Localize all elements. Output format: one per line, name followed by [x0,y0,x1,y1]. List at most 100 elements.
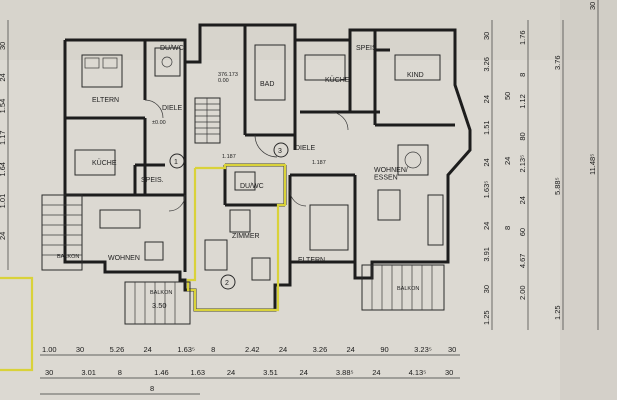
room-du-wc-mid: DU/WC [240,183,264,190]
dimension-label: 24 [0,73,7,81]
dimension-lines-left: 30 24 1.54 1.17 1.64 1.01 24 [0,20,9,270]
walls [63,23,472,312]
room-kueche-right: KÜCHE [325,76,350,84]
dimension-label: 30 [448,345,456,354]
room-speis-right: SPEIS. [356,45,379,52]
dimension-label: 1.25 [482,310,491,325]
room-eltern-bottom: ELTERN [298,257,325,264]
room-kueche-left: KÜCHE [92,159,117,167]
level-d: 1.187 [312,160,326,166]
dimension-label: 30 [445,368,453,377]
dimension-label: 24 [347,345,355,354]
dimension-label: 30 [482,285,491,293]
level-a: ±0.00 [152,120,166,126]
dimension-label: 24 [300,368,308,377]
room-labels: ELTERN DU/WC DIELE KÜCHE SPEIS. WOHNEN B… [57,45,424,296]
room-eltern-top: ELTERN [92,97,119,104]
dimension-label: 24 [0,232,7,240]
dimension-label: 5.26 [110,345,125,354]
room-balkon-left: BALKON [57,254,79,260]
balcony-right-hatch [361,264,445,311]
dimension-label: 1.01 [0,194,7,209]
unit-marker-2: 2 [225,280,229,287]
furniture [74,44,444,281]
unit-markers: 1 2 3 [169,142,289,290]
unit-2-outline [186,163,287,312]
dimension-label: 3.88⁵ [336,368,354,377]
room-diele-right: DIELE [295,145,316,152]
room-speis-left: SPEIS. [141,177,164,184]
room-zimmer: ZIMMER [232,233,260,240]
dimension-label: 5.88⁵ [553,177,562,195]
dimension-label: 3.26 [313,345,328,354]
dimension-label: 24 [482,222,491,230]
dimension-label: 24 [503,157,512,165]
dimension-label: 24 [279,345,287,354]
dimension-label: 1.76 [518,30,527,45]
staircase [194,97,221,144]
level-c: 1.187 [222,154,236,160]
room-bad: BAD [260,81,274,88]
balkon-dimension: 3.50 [152,301,167,310]
dimension-label: 3.26 [482,57,491,72]
dimension-label: 2.13⁵ [518,155,527,173]
dimension-lines-right: 30 3.26 24 1.51 24 1.63⁵ 24 3.91 30 1.25 1.76 8 1.1… [482,0,599,330]
dimension-label: 1.54 [0,99,7,114]
dimension-label: 2.42 [245,345,260,354]
dimension-label: 60 [518,228,527,236]
dimension-label: 1.00 [42,345,57,354]
dimension-label: 8 [150,384,154,393]
dimension-label: 30 [588,2,597,10]
dimension-label: 2.00 [518,285,527,300]
room-balkon-mid: BALKON [150,290,172,296]
dimension-label: 24 [518,196,527,204]
dimension-label: 1.63⁵ [177,345,195,354]
unit-marker-3: 3 [278,148,282,155]
dimension-label: 3.01 [81,368,96,377]
dimension-label: 30 [45,368,53,377]
dimension-label: 24 [227,368,235,377]
dimension-label: 50 [503,92,512,100]
dimension-label: 3.23⁵ [414,345,432,354]
unit-marker-1: 1 [174,159,178,166]
dimension-label: 90 [380,345,388,354]
dimension-label: 1.17 [0,130,7,145]
dimension-label: 3.51 [263,368,278,377]
dimension-label: 11.48⁵ [588,154,597,175]
room-wohnen-left: WOHNEN [108,255,140,262]
dimension-label: 1.63⁵ [482,181,491,199]
balcony-left-hatch [41,194,83,271]
dimension-label: 30 [0,42,7,50]
dimension-label: 3.91 [482,247,491,262]
dimension-label: 8 [211,345,215,354]
dimension-label: 1.51 [482,120,491,135]
room-diele-left: DIELE [162,105,183,112]
room-du-wc-top: DU/WC [160,45,184,52]
dimension-label: 8 [518,73,527,77]
room-balkon-right: BALKON [397,286,419,292]
dimension-label: 8 [503,226,512,230]
dimension-label: 3.76 [553,55,562,70]
dimension-label: 80 [518,132,527,140]
dimension-label: 1.46 [154,368,169,377]
balcony-mid-hatch [124,281,191,325]
dimension-label: 30 [76,345,84,354]
dimension-label: 1.12 [518,94,527,109]
dimension-label: 8 [118,368,122,377]
door-arcs [144,99,349,212]
dimension-label: 1.64 [0,162,7,177]
dimension-label: 24 [144,345,152,354]
dimension-label: 4.67 [518,254,527,269]
dimension-label: 30 [482,32,491,40]
dimension-label: 24 [482,158,491,166]
dimension-label: 4.13⁵ [409,368,427,377]
room-wohnen-essen: WOHNEN/ESSEN [374,167,408,182]
dimension-label: 24 [372,368,380,377]
room-kind: KIND [407,72,424,79]
dimension-label: 1.25 [553,305,562,320]
lot-boundary-line [0,276,34,372]
